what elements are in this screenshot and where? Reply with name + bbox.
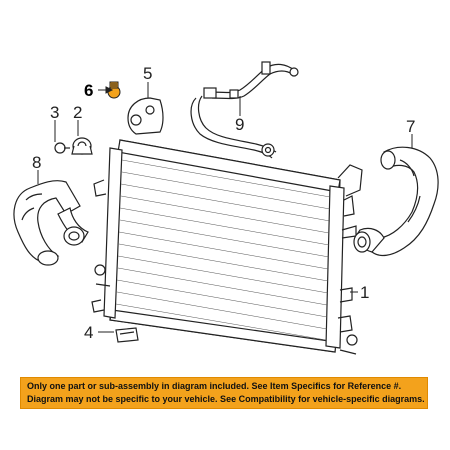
mount-bracket-part	[127, 97, 164, 135]
leader-lines	[37, 82, 413, 333]
callout-3: 3	[50, 103, 59, 122]
callout-5: 5	[143, 64, 152, 83]
callout-8: 8	[32, 153, 41, 172]
disclaimer-line-2: Diagram may not be specific to your vehi…	[27, 394, 425, 404]
callout-2: 2	[73, 103, 82, 122]
coolant-line-part	[190, 61, 299, 159]
callout-4: 4	[84, 323, 93, 342]
callout-9: 9	[235, 115, 244, 134]
grommet-part	[71, 137, 93, 155]
lower-hose-part	[13, 180, 89, 266]
radiator-part	[91, 139, 363, 355]
disclaimer-line-1: Only one part or sub-assembly in diagram…	[27, 381, 402, 391]
callout-7: 7	[406, 117, 415, 136]
disclaimer-notice: Only one part or sub-assembly in diagram…	[20, 377, 428, 409]
callout-6: 6	[84, 81, 93, 100]
bolt-part-highlighted	[107, 81, 121, 99]
upper-hose-part	[353, 146, 439, 257]
stud-part	[54, 142, 70, 154]
callout-1: 1	[360, 283, 369, 302]
insulator-part	[115, 327, 139, 343]
